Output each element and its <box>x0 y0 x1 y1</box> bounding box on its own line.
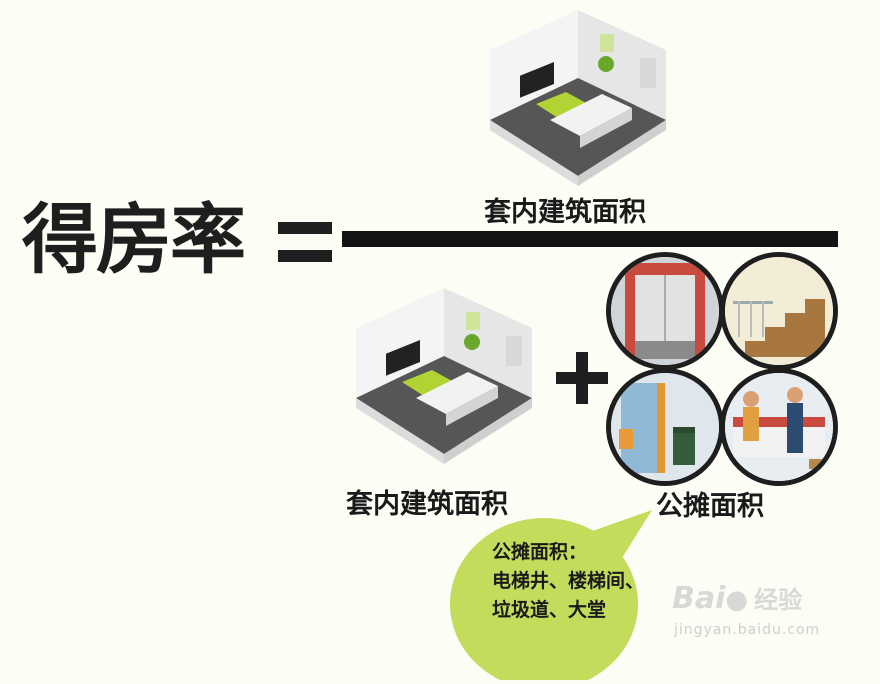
garbage-chute-icon <box>606 368 724 486</box>
fraction-line <box>342 231 838 247</box>
callout-line: 垃圾道、大堂 <box>492 599 607 621</box>
elevator-shaft-icon <box>606 252 724 370</box>
plus-sign <box>556 352 608 404</box>
watermark: Bai●经验 jingyan.baidu.com <box>672 580 842 648</box>
paw-icon: ● <box>725 585 749 615</box>
watermark-url: jingyan.baidu.com <box>674 622 821 638</box>
room-illustration-denominator <box>336 286 552 466</box>
room-illustration-numerator <box>470 8 686 188</box>
watermark-logo: Bai●经验 <box>672 581 803 616</box>
callout-text: 公摊面积： 电梯井、楼梯间、 垃圾道、大堂 <box>492 538 682 625</box>
callout-line: 电梯井、楼梯间、 <box>492 570 645 592</box>
result-label: 得房率 <box>22 195 246 284</box>
lobby-icon <box>720 368 838 486</box>
staircase-icon <box>720 252 838 370</box>
callout-bubble <box>446 500 676 684</box>
denominator-caption-right: 公摊面积 <box>656 491 764 522</box>
denominator-caption-left: 套内建筑面积 <box>346 489 508 520</box>
numerator-caption: 套内建筑面积 <box>484 197 646 228</box>
equals-sign <box>278 222 332 262</box>
callout-title: 公摊面积： <box>492 541 588 563</box>
